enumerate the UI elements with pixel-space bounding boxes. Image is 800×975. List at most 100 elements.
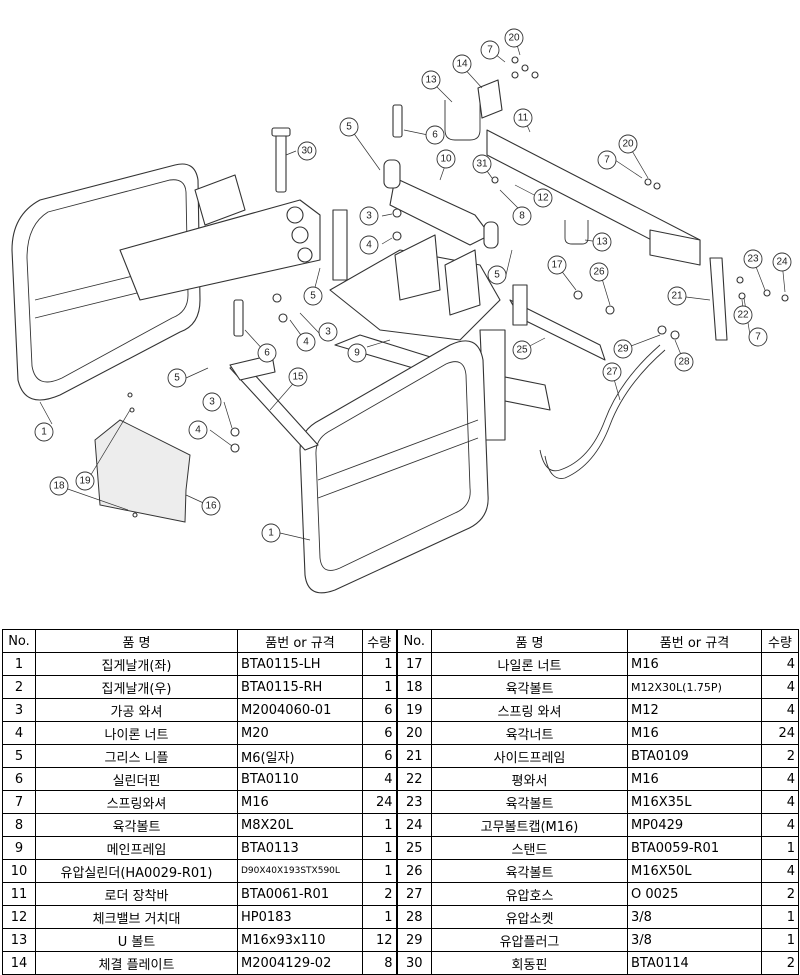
cell-spec: M6(일자) — [237, 744, 363, 768]
svg-text:3: 3 — [209, 397, 215, 408]
cylinder-pin-upper — [392, 104, 403, 138]
callout-3b: 3 — [318, 322, 338, 342]
svg-text:7: 7 — [755, 332, 761, 343]
cell-name: 스프링와셔 — [35, 790, 238, 814]
cell-no: 29 — [395, 928, 432, 952]
cell-name: 스프링 와셔 — [431, 698, 628, 722]
callout-11: 11 — [513, 108, 533, 128]
callout-13b: 13 — [592, 232, 612, 252]
callout-4b: 4 — [296, 332, 316, 352]
cell-qty: 2 — [761, 744, 799, 768]
cell-no: 5 — [2, 744, 36, 768]
svg-text:21: 21 — [671, 291, 683, 302]
header-name: 품 명 — [35, 629, 238, 653]
cell-name: 회동핀 — [431, 951, 628, 975]
header-qty-right: 수량 — [761, 629, 799, 653]
cell-no: 11 — [2, 882, 36, 906]
callout-26: 26 — [589, 262, 609, 282]
cell-qty: 4 — [761, 790, 799, 814]
cell-no: 18 — [395, 675, 432, 699]
header-no-right: No. — [395, 629, 432, 653]
svg-text:23: 23 — [747, 254, 759, 265]
header-qty: 수량 — [362, 629, 397, 653]
cell-name: 체크밸브 거치대 — [35, 905, 238, 929]
cell-no: 20 — [395, 721, 432, 745]
svg-text:20: 20 — [622, 139, 634, 150]
cell-qty: 1 — [761, 928, 799, 952]
cell-name: 체결 플레이트 — [35, 951, 238, 975]
header-no: No. — [2, 629, 36, 653]
callout-7b: 7 — [597, 150, 617, 170]
cell-no: 4 — [2, 721, 36, 745]
svg-text:1: 1 — [41, 427, 47, 438]
callout-16: 16 — [201, 496, 221, 516]
cell-name: 가공 와셔 — [35, 698, 238, 722]
link-bar — [229, 354, 319, 451]
callout-1b: 1 — [261, 523, 281, 543]
callout-6b: 6 — [257, 343, 277, 363]
svg-text:8: 8 — [519, 211, 525, 222]
callout-28: 28 — [674, 352, 694, 372]
cell-qty: 1 — [761, 905, 799, 929]
cell-qty: 12 — [362, 928, 397, 952]
callout-19: 19 — [75, 471, 95, 491]
svg-text:27: 27 — [606, 367, 618, 378]
hardware-bits — [127, 56, 789, 518]
callout-31: 31 — [472, 154, 492, 174]
u-bolt-lower — [564, 220, 589, 245]
svg-text:28: 28 — [678, 357, 690, 368]
side-frame-plate — [709, 257, 728, 341]
svg-text:4: 4 — [195, 425, 201, 436]
cell-spec: BTA0115-LH — [237, 652, 363, 676]
cell-spec: BTA0059-R01 — [627, 836, 762, 860]
svg-text:15: 15 — [292, 372, 304, 383]
cell-qty: 1 — [362, 675, 397, 699]
cell-no: 17 — [395, 652, 432, 676]
svg-text:7: 7 — [604, 155, 610, 166]
svg-text:6: 6 — [432, 130, 438, 141]
header-spec: 품번 or 규격 — [237, 629, 363, 653]
callout-5b: 5 — [303, 286, 323, 306]
callout-3c: 3 — [202, 392, 222, 412]
svg-text:12: 12 — [537, 193, 549, 204]
svg-text:5: 5 — [494, 270, 500, 281]
header-spec-right: 품번 or 규격 — [627, 629, 762, 653]
cell-spec: HP0183 — [237, 905, 363, 929]
cell-name: 메인프레임 — [35, 836, 238, 860]
header-name-right: 품 명 — [431, 629, 628, 653]
svg-text:29: 29 — [617, 344, 629, 355]
guard-cover — [94, 419, 191, 523]
cell-name: 유압실린더(HA0029-R01) — [35, 859, 238, 883]
cell-qty: 8 — [362, 951, 397, 975]
loader-mount-bar — [486, 129, 701, 266]
parts-list-table: No. 품 명 품번 or 규격 수량 No. 품 명 품번 or 규격 수량 … — [2, 629, 799, 975]
hydraulic-hose — [539, 344, 666, 479]
cell-qty: 6 — [362, 698, 397, 722]
cell-no: 30 — [395, 951, 432, 975]
callout-15: 15 — [288, 367, 308, 387]
cell-spec: BTA0109 — [627, 744, 762, 768]
svg-text:4: 4 — [303, 337, 309, 348]
callout-30: 30 — [297, 141, 317, 161]
callout-23: 23 — [743, 249, 763, 269]
cell-qty: 4 — [761, 813, 799, 837]
cell-qty: 1 — [362, 859, 397, 883]
callout-7c: 7 — [748, 327, 768, 347]
cell-name: 스탠드 — [431, 836, 628, 860]
cell-spec: BTA0115-RH — [237, 675, 363, 699]
main-frame — [329, 209, 501, 371]
cell-qty: 2 — [761, 951, 799, 975]
cylinder-pin-lower — [233, 299, 244, 337]
cell-qty: 6 — [362, 721, 397, 745]
cell-spec: M16X35L — [627, 790, 762, 814]
svg-text:7: 7 — [487, 45, 493, 56]
cell-no: 6 — [2, 767, 36, 791]
cell-qty: 24 — [362, 790, 397, 814]
clamp-plate — [477, 79, 503, 119]
cell-spec: 3/8 — [627, 928, 762, 952]
callout-25: 25 — [512, 340, 532, 360]
